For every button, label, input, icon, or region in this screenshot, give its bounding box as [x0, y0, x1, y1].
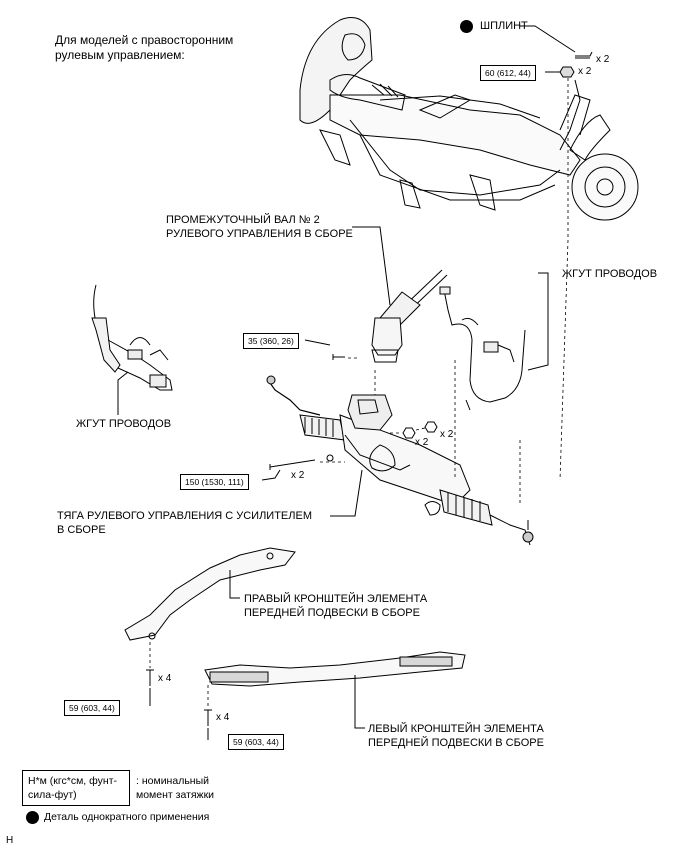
tie-rod-nut-torque: 60 (612, 44)	[480, 65, 536, 81]
right-bracket-drawing	[124, 547, 296, 641]
leader-lines	[117, 25, 576, 740]
right-bracket-bolt-multiplier: x 4	[158, 673, 172, 684]
right-bracket-bolt-torque: 59 (603, 44)	[64, 700, 120, 716]
rack-bolt-torque: 150 (1530, 111)	[180, 474, 249, 490]
left-harness-label: ЖГУТ ПРОВОДОВ	[76, 418, 172, 430]
intermediate-shaft-label-line2: РУЛЕВОГО УПРАВЛЕНИЯ В СБОРЕ	[166, 228, 353, 240]
torque-unit-desc-line1: : номинальный	[136, 775, 210, 787]
power-steering-link-label-line2: В СБОРЕ	[57, 524, 106, 536]
torque-unit-line2: сила-фут)	[28, 789, 77, 801]
rack-nut-b-drawing	[424, 421, 438, 433]
front-subframe-drawing	[299, 17, 639, 221]
shaft-bolt-torque: 35 (360, 26)	[243, 333, 299, 349]
left-bracket-bolt-drawing	[204, 709, 212, 726]
rack-nut-a-multiplier: x 2	[415, 437, 429, 448]
footer-code: H	[6, 835, 14, 846]
left-bracket-label-line1: ЛЕВЫЙ КРОНШТЕЙН ЭЛЕМЕНТА	[368, 723, 544, 735]
single-use-legend-icon	[26, 811, 39, 824]
split-pin-drawing	[575, 51, 593, 59]
power-steering-link-label-line1: ТЯГА РУЛЕВОГО УПРАВЛЕНИЯ С УСИЛИТЕЛЕМ	[57, 510, 312, 522]
shaft-bolt-drawing	[332, 354, 345, 360]
left-harness-drawing	[91, 284, 173, 391]
intermediate-shaft-label-line1: ПРОМЕЖУТОЧНЫЙ ВАЛ № 2	[166, 214, 320, 226]
left-bracket-drawing	[204, 651, 466, 687]
alignment-dashes	[149, 78, 569, 708]
right-bracket-bolt-drawing	[146, 669, 154, 686]
intermediate-shaft-drawing	[371, 269, 448, 363]
tie-rod-nut-drawing	[559, 66, 575, 78]
torque-unit-desc-line2: момент затяжки	[136, 789, 215, 801]
single-use-marker-icon	[460, 20, 473, 33]
rack-bolt-multiplier: x 2	[291, 470, 305, 481]
right-harness-drawing	[439, 286, 526, 411]
header-note: Для моделей с правосторонним рулевым упр…	[55, 33, 234, 62]
rack-nut-a-drawing	[402, 427, 416, 439]
split-pin-label: ШПЛИНТ	[480, 20, 528, 32]
right-harness-label: ЖГУТ ПРОВОДОВ	[562, 268, 658, 280]
split-pin-multiplier: x 2	[596, 54, 610, 65]
torque-unit-line1: Н*м (кгс*см, фунт-	[28, 775, 118, 787]
right-bracket-label-line1: ПРАВЫЙ КРОНШТЕЙН ЭЛЕМЕНТА	[244, 593, 428, 605]
steering-rack-drawing	[266, 375, 534, 546]
rack-nut-b-multiplier: x 2	[440, 429, 454, 440]
tie-rod-nut-multiplier: x 2	[578, 66, 592, 77]
rack-washer-drawing	[326, 454, 334, 462]
right-bracket-label-line2: ПЕРЕДНЕЙ ПОДВЕСКИ В СБОРЕ	[244, 607, 420, 619]
rack-bolt-drawing	[269, 459, 316, 470]
torque-unit-legend-box: Н*м (кгс*см, фунт- сила-фут)	[22, 770, 130, 806]
single-use-legend-label: Деталь однократного применения	[44, 811, 210, 823]
left-bracket-label-line2: ПЕРЕДНЕЙ ПОДВЕСКИ В СБОРЕ	[368, 737, 544, 749]
left-bracket-bolt-torque: 59 (603, 44)	[228, 734, 284, 750]
left-bracket-bolt-multiplier: x 4	[216, 712, 230, 723]
